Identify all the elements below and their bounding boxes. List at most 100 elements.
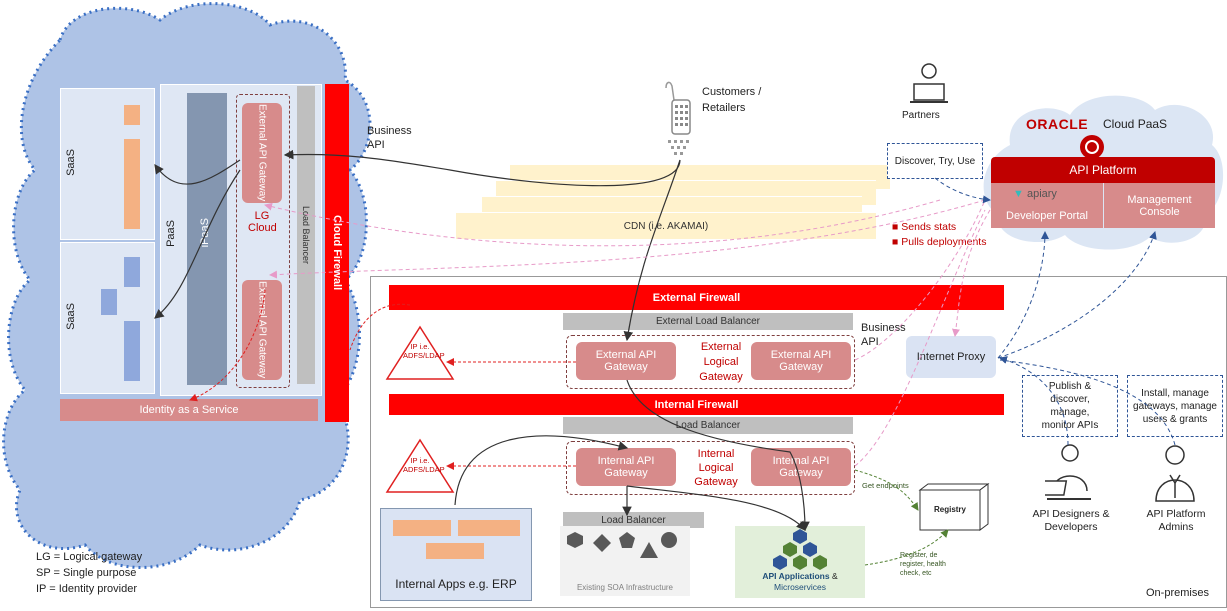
external-load-balancer: External Load Balancer <box>563 313 853 330</box>
ampersand-text: & <box>831 571 838 581</box>
external-firewall: External Firewall <box>389 285 1004 310</box>
internal-apps-box: Internal Apps e.g. ERP <box>380 508 532 601</box>
ip-label-2: IP i.e. ADFS/LDAP <box>385 456 455 474</box>
load-balancer-label: Load Balancer <box>301 205 311 265</box>
gateway-label: External API Gateway <box>770 349 832 373</box>
discover-try-use-box: Discover, Try, Use <box>887 143 983 179</box>
internal-firewall-label: Internal Firewall <box>654 398 739 411</box>
legend-item: LG = Logical gateway <box>36 551 143 563</box>
management-console-label: Management Console <box>1127 193 1192 218</box>
saas-block <box>124 139 140 229</box>
registry-label: Registry <box>933 505 966 514</box>
legend: LG = Logical gateway SP = Single purpose… <box>36 549 142 597</box>
apiary-logo: ▼ apiary <box>1013 188 1057 200</box>
api-designers-label: API Designers & Developers <box>1032 508 1110 533</box>
ip-text: IP i.e. ADFS/LDAP <box>403 342 445 360</box>
internal-logical-gateway-label: Internal Logical Gateway <box>694 448 738 488</box>
api-platform-label: API Platform <box>1069 163 1137 177</box>
api-designer-icon <box>1045 444 1091 500</box>
developer-portal-box[interactable]: ▼ apiary Developer Portal <box>991 183 1103 228</box>
publish-discover-box: Publish & discover, manage, monitor APIs <box>1022 375 1118 437</box>
cloud-paas-label: Cloud PaaS <box>1103 117 1168 131</box>
pulls-deployments-item: ■ Pulls deployments <box>892 236 987 248</box>
internal-apps-label: Internal Apps e.g. ERP <box>395 577 517 591</box>
cdn-layer: CDN (i.e. AKAMAI) <box>456 212 876 239</box>
lg-cloud-label: LG Cloud <box>248 210 277 234</box>
identity-provider-triangle <box>385 438 455 493</box>
management-console-box[interactable]: Management Console <box>1104 183 1215 228</box>
paas-label: PaaS <box>165 220 177 247</box>
registry-cube <box>918 483 990 531</box>
app-block <box>426 543 484 559</box>
saas-block <box>101 289 117 315</box>
cloud-firewall-label: Cloud Firewall <box>331 215 343 291</box>
register-note: Register, de register, health check, etc <box>900 552 946 577</box>
saas-block <box>124 257 140 287</box>
api-admins-label: API Platform Admins <box>1146 508 1206 533</box>
saas-block <box>124 321 140 381</box>
internal-load-balancer: Load Balancer <box>563 417 853 434</box>
install-label: Install, manage gateways, manage users &… <box>1133 387 1217 425</box>
external-load-balancer-label: External Load Balancer <box>656 316 760 327</box>
saas-box-bottom: SaaS <box>60 242 155 394</box>
oracle-cloud-icon <box>1080 135 1104 159</box>
identity-label: Identity as a Service <box>139 404 239 416</box>
sends-stats-item: ■ Sends stats <box>892 221 957 233</box>
cloud-firewall: Cloud Firewall <box>325 84 349 422</box>
on-premises-label: On-premises <box>1146 587 1209 599</box>
apiary-label: apiary <box>1026 188 1057 200</box>
api-admin-icon <box>1155 445 1195 502</box>
api-platform-header: API Platform <box>991 157 1215 183</box>
cloud-load-balancer: Load Balancer <box>297 86 315 384</box>
internal-api-gateway-right: Internal API Gateway <box>751 448 851 486</box>
customers-label: Customers / Retailers <box>702 86 762 114</box>
external-logical-gateway-label: External Logical Gateway <box>699 341 743 383</box>
get-endpoints-label: Get endpoints <box>862 481 909 490</box>
mobile-phone-icon <box>665 81 691 155</box>
install-manage-box: Install, manage gateways, manage users &… <box>1127 375 1223 437</box>
gateway-label: Internal API Gateway <box>772 455 830 479</box>
publish-label: Publish & discover, manage, monitor APIs <box>1041 381 1099 431</box>
developer-portal-label: Developer Portal <box>1006 210 1088 222</box>
saas-label: SaaS <box>65 149 77 176</box>
saas-block <box>124 105 140 125</box>
cdn-label: CDN (i.e. AKAMAI) <box>623 220 709 232</box>
internal-firewall: Internal Firewall <box>389 394 1004 415</box>
internet-proxy-label: Internet Proxy <box>916 351 986 363</box>
ip-label-1: IP i.e. ADFS/LDAP <box>385 342 455 360</box>
gateway-label: External API Gateway <box>256 281 268 379</box>
ipaas-bar: iPaaS <box>187 93 227 385</box>
partners-label: Partners <box>902 110 940 121</box>
gateway-label: External API Gateway <box>595 349 657 373</box>
business-api-top-label: Business API <box>367 125 412 151</box>
internal-api-gateway-left: Internal API Gateway <box>576 448 676 486</box>
gateway-label: External API Gateway <box>256 104 268 202</box>
external-api-gateway-left: External API Gateway <box>576 342 676 380</box>
load-balancer-label: Load Balancer <box>675 420 741 431</box>
legend-item: SP = Single purpose <box>36 567 137 579</box>
sends-stats-label: Sends stats <box>901 221 957 233</box>
saas-label: SaaS <box>65 303 77 330</box>
cloud-ext-gateway-top: External API Gateway <box>242 103 282 203</box>
cloud-ext-gateway-bottom: External API Gateway <box>242 280 282 380</box>
ip-text: IP i.e. ADFS/LDAP <box>403 456 445 474</box>
microservices-text: Microservices <box>774 582 826 592</box>
external-api-gateway-right: External API Gateway <box>751 342 851 380</box>
identity-provider-triangle <box>385 325 455 380</box>
app-block <box>458 520 520 536</box>
soa-shapes-icon <box>567 532 677 558</box>
existing-soa-label: Existing SOA Infrastructure <box>576 583 674 592</box>
identity-as-a-service: Identity as a Service <box>60 399 318 421</box>
partner-laptop-icon <box>910 63 948 103</box>
discover-label: Discover, Try, Use <box>894 155 976 167</box>
saas-box-top: SaaS <box>60 88 155 240</box>
load-balancer-label: Load Balancer <box>601 514 666 526</box>
app-block <box>393 520 451 536</box>
microservices-hexagons-icon <box>773 529 827 570</box>
oracle-logo: ORACLE <box>1026 116 1089 132</box>
api-applications-text: API Applications <box>762 571 830 581</box>
api-applications-label: API Applications & Microservices <box>735 571 865 593</box>
external-firewall-label: External Firewall <box>652 291 741 304</box>
legend-item: IP = Identity provider <box>36 583 137 595</box>
gateway-label: Internal API Gateway <box>597 455 655 479</box>
